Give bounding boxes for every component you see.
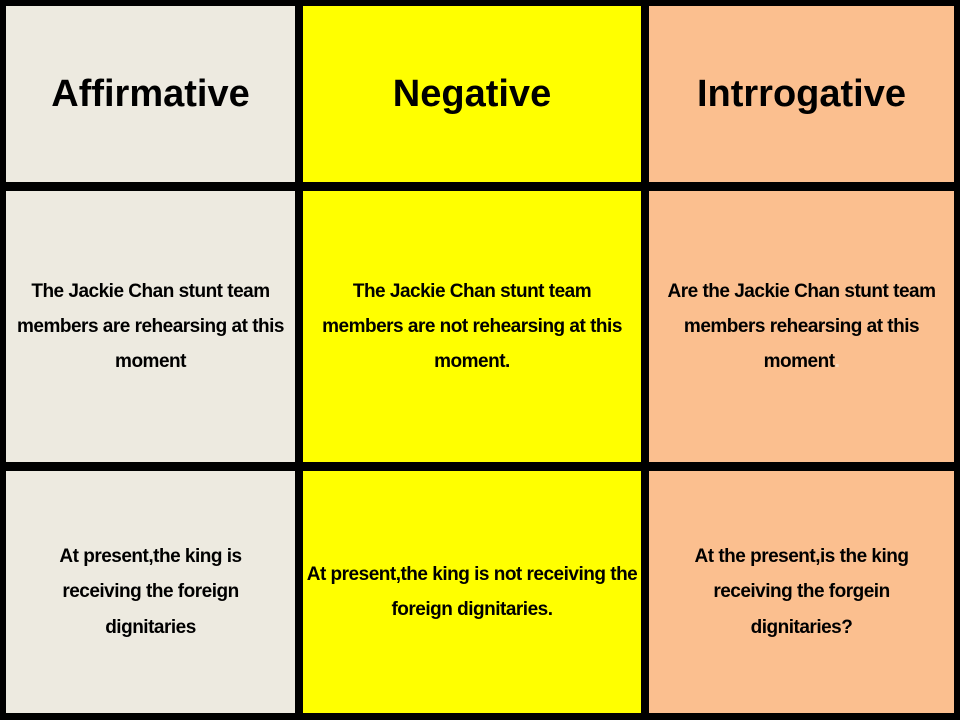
cell-negative-row2: At present,the king is not receiving the… <box>303 471 641 713</box>
header-label-interrogative: Intrrogative <box>696 72 907 115</box>
header-cell-affirmative: Affirmative <box>6 6 295 182</box>
sentence-affirmative-row1: The Jackie Chan stunt team members are r… <box>17 280 284 373</box>
cell-affirmative-row1: The Jackie Chan stunt team members are r… <box>6 191 295 462</box>
sentence-negative-row2: At present,the king is not receiving the… <box>306 563 638 620</box>
sentence-interrogative-row1-text: Are the Jackie Chan stunt team members r… <box>667 280 936 373</box>
cell-negative-row1: The Jackie Chan stunt team members are n… <box>303 191 641 462</box>
sentence-interrogative-row1: Are the Jackie Chan stunt team members r… <box>666 274 938 379</box>
header-cell-interrogative: Intrrogative <box>649 6 954 182</box>
cell-affirmative-row2: At present,the king is receiving the for… <box>6 471 295 713</box>
header-label-affirmative: Affirmative <box>51 72 250 115</box>
cell-interrogative-row2: At the present,is the king receiving the… <box>649 471 954 713</box>
header-cell-negative: Negative <box>303 6 641 182</box>
sentence-negative-row1: The Jackie Chan stunt team members are n… <box>322 280 622 373</box>
faint-period: . <box>834 351 840 373</box>
cell-interrogative-row1: Are the Jackie Chan stunt team members r… <box>649 191 954 462</box>
sentence-interrogative-row2: At the present,is the king receiving the… <box>694 546 909 638</box>
sentence-affirmative-row2: At present,the king is receiving the for… <box>59 546 242 638</box>
header-label-negative: Negative <box>392 72 552 115</box>
